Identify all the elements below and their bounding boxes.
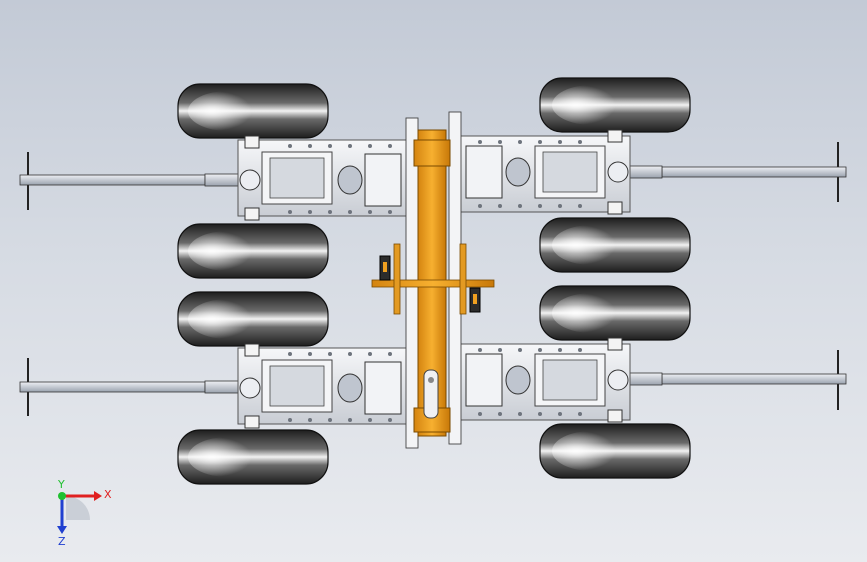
right-frame-lower <box>454 337 631 423</box>
coordinate-triad: X Y Z <box>57 478 112 548</box>
y-axis-label: Y <box>57 478 65 491</box>
x-axis-label: X <box>104 488 112 501</box>
wheels <box>177 77 691 485</box>
wheel-front-right-bottom <box>539 217 691 273</box>
left-frame-lower <box>237 343 414 429</box>
z-axis-label: Z <box>58 535 66 548</box>
right-frame-upper <box>454 129 631 215</box>
wheel-rear-right-top <box>539 285 691 341</box>
wheel-front-right-top <box>539 77 691 133</box>
orange-crossbar <box>371 243 495 315</box>
wheel-rear-left-top <box>177 291 329 347</box>
wheel-rear-right-bottom <box>539 423 691 479</box>
wheel-rear-left-bottom <box>177 429 329 485</box>
wheel-front-left-bottom <box>177 223 329 279</box>
left-frame-upper <box>237 135 414 221</box>
y-axis-marker <box>58 492 66 500</box>
wheel-front-left-top <box>177 83 329 139</box>
